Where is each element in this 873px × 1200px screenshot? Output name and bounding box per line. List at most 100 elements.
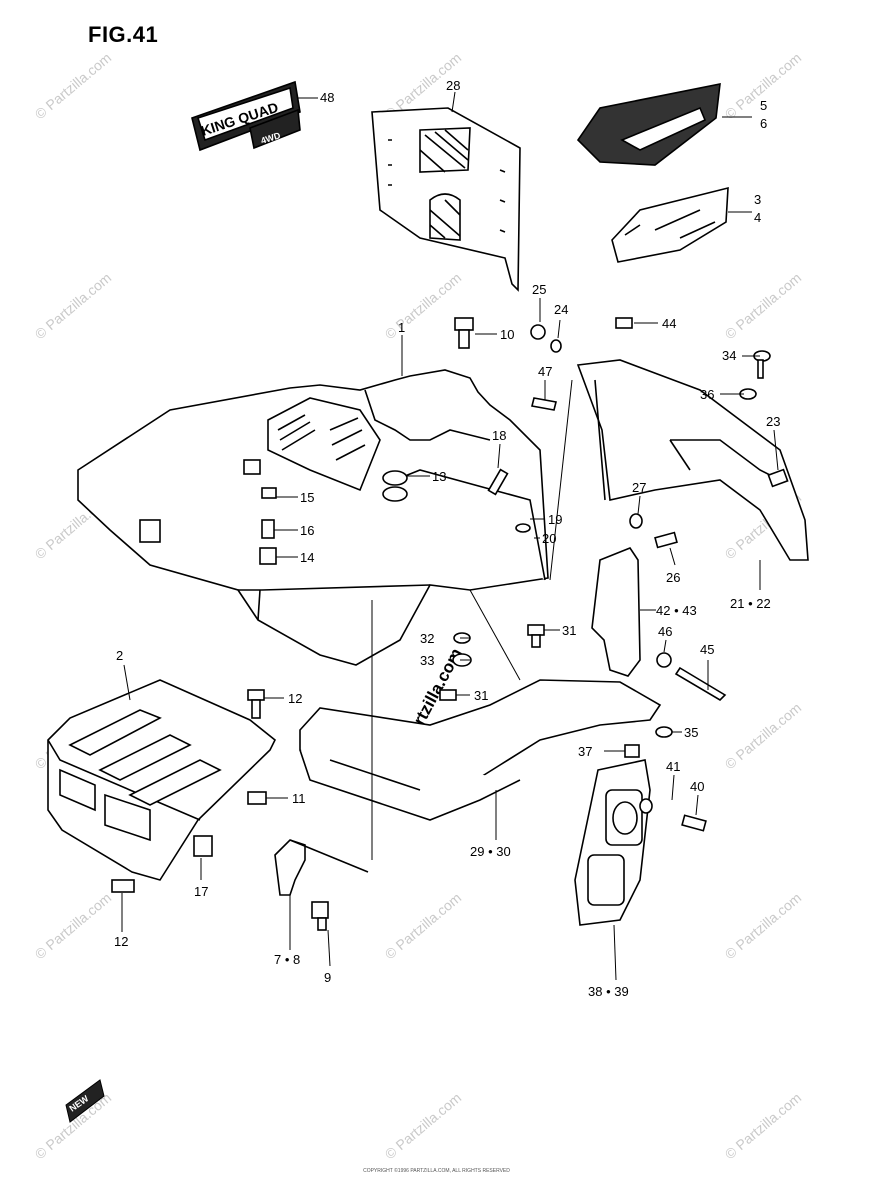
nut-37[interactable] bbox=[624, 744, 640, 758]
callout-10: 10 bbox=[500, 327, 514, 342]
bolt-10[interactable] bbox=[454, 317, 474, 331]
callout-27: 27 bbox=[632, 480, 646, 495]
washer-35[interactable] bbox=[655, 726, 673, 738]
clip-17[interactable] bbox=[193, 835, 213, 857]
bolt-15[interactable] bbox=[261, 487, 277, 499]
grommet-13[interactable] bbox=[382, 470, 408, 486]
callout-47: 47 bbox=[538, 364, 552, 379]
watermark: © Partzilla.com bbox=[722, 269, 805, 342]
callout-16: 16 bbox=[300, 523, 314, 538]
bolt-31a[interactable] bbox=[527, 624, 545, 636]
watermark: © Partzilla.com bbox=[32, 49, 115, 122]
callout-12: 12 bbox=[288, 691, 302, 706]
callout-labels: 48 28 5 6 3 4 25 24 44 1 10 47 34 36 23 … bbox=[114, 78, 780, 999]
copyright-text: COPYRIGHT ©1996 PARTZILLA.COM, ALL RIGHT… bbox=[363, 1168, 510, 1174]
hardware-parts[interactable] bbox=[111, 317, 789, 931]
washer-46[interactable] bbox=[656, 652, 672, 668]
washer-19[interactable] bbox=[515, 523, 531, 533]
watermark: © Partzilla.com bbox=[382, 1089, 465, 1162]
bolt-26[interactable] bbox=[654, 531, 678, 549]
decal-5-6[interactable] bbox=[576, 82, 721, 166]
callout-34: 34 bbox=[722, 348, 736, 363]
callout-12-lower: 12 bbox=[114, 934, 128, 949]
bolt-12a[interactable] bbox=[247, 689, 265, 701]
callout-25: 25 bbox=[532, 282, 546, 297]
callout-5: 5 bbox=[760, 98, 767, 113]
watermark: © Partzilla.com bbox=[722, 889, 805, 962]
callout-20: 20 bbox=[542, 531, 556, 546]
callout-13: 13 bbox=[432, 469, 446, 484]
bolt-23[interactable] bbox=[767, 468, 789, 488]
callout-32: 32 bbox=[420, 631, 434, 646]
callout-31-lower: 31 bbox=[474, 688, 488, 703]
front-fender-1[interactable] bbox=[77, 369, 549, 666]
figure-title: FIG.41 bbox=[88, 22, 159, 47]
callout-19: 19 bbox=[548, 512, 562, 527]
bolt-12b[interactable] bbox=[111, 879, 135, 893]
callout-42-43: 42 • 43 bbox=[656, 603, 697, 618]
callout-38-39: 38 • 39 bbox=[588, 984, 629, 999]
watermark: © Partzilla.com bbox=[32, 889, 115, 962]
callout-41: 41 bbox=[666, 759, 680, 774]
callout-28: 28 bbox=[446, 78, 460, 93]
callout-4: 4 bbox=[754, 210, 761, 225]
callout-17: 17 bbox=[194, 884, 208, 899]
decal-3-4[interactable] bbox=[611, 186, 729, 263]
bolt-31b[interactable] bbox=[439, 689, 457, 701]
washer-41[interactable] bbox=[639, 798, 653, 814]
callout-11: 11 bbox=[292, 791, 306, 806]
nut-25[interactable] bbox=[530, 324, 546, 340]
callout-48: 48 bbox=[320, 90, 334, 105]
cushion-14[interactable] bbox=[259, 547, 277, 565]
leader-lines bbox=[121, 91, 779, 981]
callout-21-22: 21 • 22 bbox=[730, 596, 771, 611]
callout-18: 18 bbox=[492, 428, 506, 443]
callout-1: 1 bbox=[398, 320, 405, 335]
callout-37: 37 bbox=[578, 744, 592, 759]
callout-45: 45 bbox=[700, 642, 714, 657]
clip-11[interactable] bbox=[247, 791, 267, 805]
bolt-9[interactable] bbox=[311, 901, 329, 919]
watermark: © Partzilla.com bbox=[722, 1089, 805, 1162]
nut-27[interactable] bbox=[629, 513, 643, 529]
watermark: © Partzilla.com bbox=[32, 269, 115, 342]
callout-40: 40 bbox=[690, 779, 704, 794]
decal-kingquad-4wd[interactable]: KING QUAD 4WD bbox=[191, 80, 301, 152]
callout-36: 36 bbox=[700, 387, 714, 402]
clip-47[interactable] bbox=[531, 397, 557, 411]
callout-44: 44 bbox=[662, 316, 676, 331]
floor-panel-29-30[interactable] bbox=[299, 679, 662, 821]
bolt-40[interactable] bbox=[681, 814, 707, 832]
callout-29-30: 29 • 30 bbox=[470, 844, 511, 859]
callout-3: 3 bbox=[754, 192, 761, 207]
guard-panel-2[interactable] bbox=[47, 679, 277, 881]
callout-23: 23 bbox=[766, 414, 780, 429]
callout-2: 2 bbox=[116, 648, 123, 663]
screw-18[interactable] bbox=[487, 468, 509, 496]
side-panel-28[interactable] bbox=[371, 107, 521, 292]
washer-24[interactable] bbox=[550, 339, 562, 353]
callout-6: 6 bbox=[760, 116, 767, 131]
mud-guard-42-43[interactable] bbox=[591, 547, 641, 677]
callout-9: 9 bbox=[324, 970, 331, 985]
bracket-7-8[interactable] bbox=[274, 839, 369, 896]
callout-26: 26 bbox=[666, 570, 680, 585]
watermark: © Partzilla.com bbox=[382, 269, 465, 342]
callout-33: 33 bbox=[420, 653, 434, 668]
collar-16[interactable] bbox=[261, 519, 275, 539]
watermark: © Partzilla.com bbox=[722, 699, 805, 772]
rivet-45[interactable] bbox=[674, 666, 727, 702]
callout-14: 14 bbox=[300, 550, 314, 565]
callout-24: 24 bbox=[554, 302, 568, 317]
callout-46: 46 bbox=[658, 624, 672, 639]
callout-7-8: 7 • 8 bbox=[274, 952, 300, 967]
callout-15: 15 bbox=[300, 490, 314, 505]
watermark: © Partzilla.com bbox=[382, 889, 465, 962]
callout-31: 31 bbox=[562, 623, 576, 638]
callout-35: 35 bbox=[684, 725, 698, 740]
bolt-44[interactable] bbox=[615, 317, 633, 329]
inner-fender-21-22[interactable] bbox=[576, 359, 809, 561]
side-guard-38-39[interactable] bbox=[574, 759, 651, 926]
